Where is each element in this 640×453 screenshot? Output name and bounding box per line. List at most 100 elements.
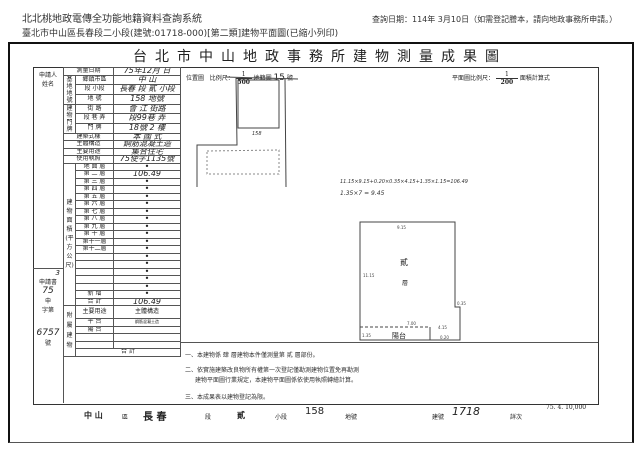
floor-area: •: [113, 252, 182, 261]
floor-row: 第十一層•: [64, 237, 182, 246]
balcony-label: 陽台: [392, 331, 406, 340]
floor-row: 第 八 層•: [64, 215, 182, 224]
floor-area: •: [113, 237, 182, 246]
area-group-label: 建物面積(平方公尺): [63, 162, 76, 306]
svg-text:0.20: 0.20: [440, 335, 449, 340]
floor-area: •: [113, 192, 182, 201]
annex-use: 平 台: [74, 318, 115, 327]
floor-area: •: [113, 290, 182, 299]
floor-row: 第 五 層•: [64, 192, 182, 201]
floor-label: [74, 252, 115, 261]
floor-row: 新 增•: [64, 290, 182, 299]
annex-group-label: 附屬建物: [63, 305, 76, 357]
floor-row: 第 七 層•: [64, 207, 182, 216]
floor-label: 第 七 層: [74, 207, 115, 216]
floor-area: •: [113, 177, 182, 186]
info-row: 主要用途集合住宅: [62, 147, 182, 156]
floor-row: •: [64, 260, 182, 269]
annex-row: •: [64, 333, 182, 342]
svg-text:1.35: 1.35: [362, 333, 371, 338]
floor-row: •: [64, 252, 182, 261]
row-label: 使用執照: [62, 155, 115, 164]
calc-line-2: 1.35×7 = 9.45: [340, 190, 385, 197]
row-value: 75年12月 日: [113, 67, 182, 76]
floor-label: 地 面 層: [74, 162, 115, 171]
floor-label: 第 八 層: [74, 215, 115, 224]
floor-row: 建物面積(平方公尺)地 面 層•: [63, 162, 182, 306]
floor-plan: [359, 221, 461, 341]
annex-total-row: 合 計9.45: [64, 348, 182, 357]
floor-area: •: [113, 222, 182, 231]
floor-label: [74, 267, 115, 276]
survey-form: [33, 67, 599, 405]
floor-area: •: [113, 215, 182, 224]
row-value: 75使字1135號: [113, 155, 182, 164]
annex-use: 陽 台: [74, 325, 115, 334]
annex-header: 主體構造: [113, 305, 182, 319]
document-frame: [8, 42, 634, 443]
annex-total-label: 合 計: [74, 348, 182, 357]
annex-header: 主要用途: [74, 305, 115, 319]
annex-row: •: [64, 340, 182, 349]
notes: 一、本建物係 肆 層建物本件僅測量第 貳 層部份。 二、依實施建築改良物所有權第…: [180, 342, 598, 404]
floor-label: 第 六 層: [74, 200, 115, 209]
row-value: 會 江 街路: [113, 103, 182, 115]
row-value: 段99巷 弄: [113, 113, 182, 124]
site-plan: [196, 76, 299, 188]
floor-word: 層: [402, 280, 408, 287]
total-area: 106.49: [113, 297, 182, 306]
row-label: 段 小段: [74, 84, 115, 95]
row-label: 建築式樣: [62, 132, 115, 141]
annex-header-row: 附屬建物主要用途主體構造面積(平方公尺): [63, 305, 182, 357]
floor-area: •: [113, 162, 182, 171]
row-value: 集合住宅: [113, 147, 182, 156]
floor-area: •: [113, 275, 182, 284]
floor-char: 貳: [400, 257, 408, 267]
row-label: 鄉鎮市區: [74, 74, 115, 86]
row-group-label: 建物門牌: [63, 103, 76, 134]
info-row: 建物門牌街 路會 江 街路: [63, 103, 182, 134]
row-group-label: 基地地號: [63, 74, 76, 105]
row-label: 街 路: [74, 103, 115, 115]
floor-area: •: [113, 245, 182, 254]
floor-area: •: [113, 230, 182, 239]
floor-label: 第十二層: [74, 245, 115, 254]
floor-row: 第 三 層•: [64, 177, 182, 186]
print-code: 75. 4. 10,000: [546, 404, 587, 411]
annex-row: 陽 台9.45: [64, 325, 182, 334]
site-lot-label: 158: [252, 131, 262, 137]
document-subtitle: 臺北市中山區長春段二小段(建號:01718-000)[第二類]建物平面圖(已縮小…: [22, 29, 339, 39]
floor-label: 第十一層: [74, 237, 115, 246]
floor-area: •: [113, 260, 182, 269]
floor-label: 第 四 層: [74, 185, 115, 194]
annex-structure: [113, 325, 182, 334]
row-value: 鋼筋混凝土造: [113, 140, 182, 149]
svg-text:11.15: 11.15: [363, 273, 375, 278]
applicant-column: 申請人姓名 3 申請書 75 申 字第 6757 號: [33, 67, 64, 403]
row-value: 中 山: [113, 74, 182, 86]
floor-label: 第 五 層: [74, 192, 115, 201]
floor-label: 第 三 層: [74, 177, 115, 186]
calc-line-1: 11.15×9.15+0.20×0.35×4.15+1.35×1.15=106.…: [340, 179, 468, 185]
floor-row: 第 十 層•: [64, 230, 182, 239]
row-label: 地 號: [74, 93, 115, 105]
applicant-label: 申請人姓名: [38, 72, 57, 88]
svg-text:0.35: 0.35: [457, 301, 466, 306]
floor-row: 第 四 層•: [64, 185, 182, 194]
info-row: 段 巷 弄段99巷 弄: [64, 113, 182, 124]
row-label: 主要用途: [62, 147, 115, 156]
floor-row: •: [64, 267, 182, 276]
floor-area: •: [113, 282, 182, 291]
floor-row: 第 九 層•: [64, 222, 182, 231]
floor-area: •: [113, 267, 182, 276]
query-date: 查詢日期：114年 3月10日（如需登記謄本，請向地政事務所申請。）: [372, 15, 618, 24]
floor-row: 第十二層•: [64, 245, 182, 254]
floor-label: 第 二 層: [74, 170, 115, 179]
row-label: 段 巷 弄: [74, 113, 115, 124]
